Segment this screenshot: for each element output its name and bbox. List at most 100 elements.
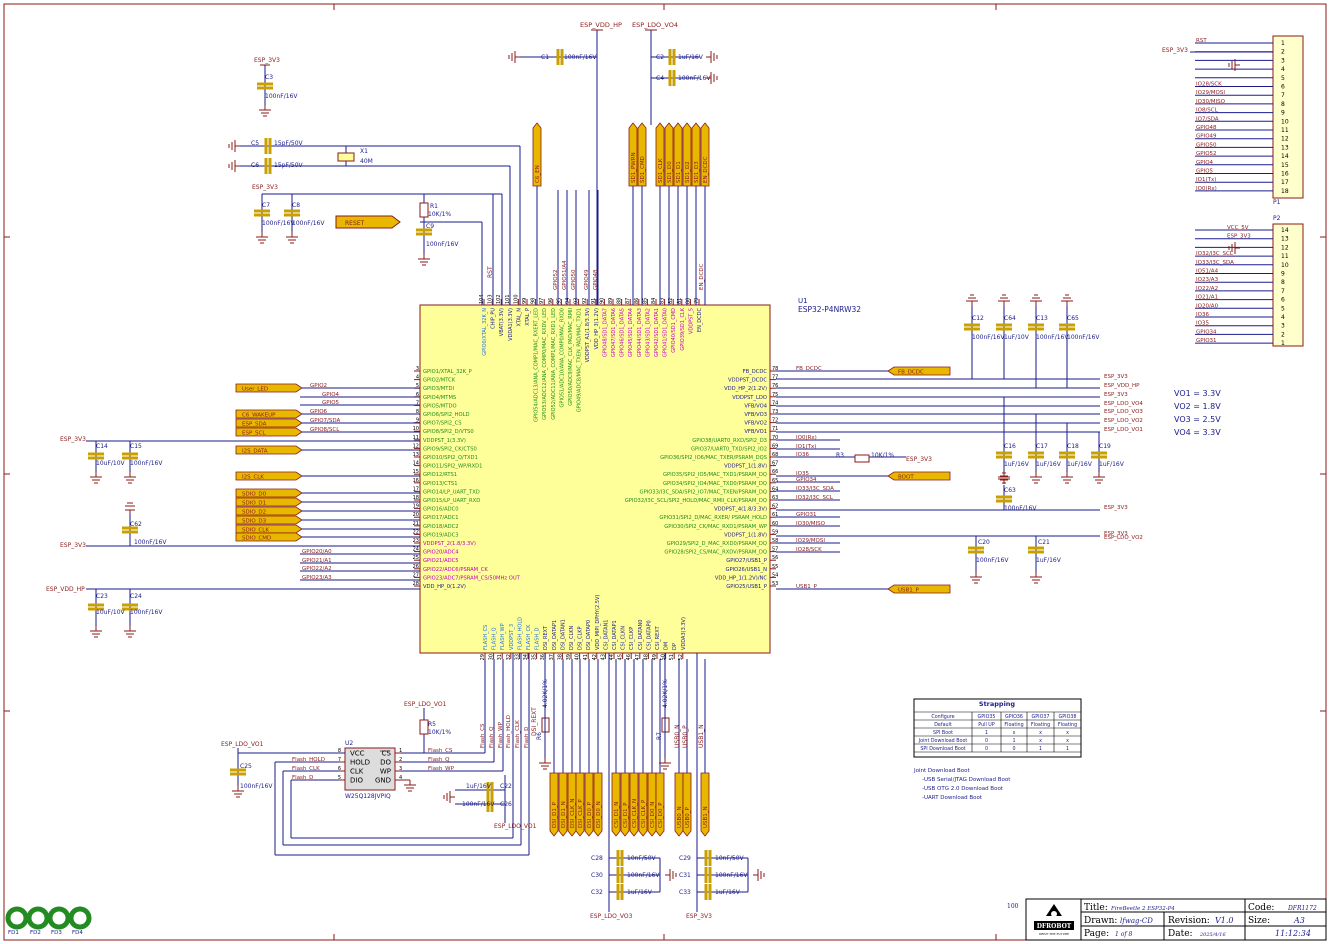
connector-p1-body [1272, 35, 1304, 199]
cap-c16-val: 1uF/16V [1004, 461, 1030, 468]
logo-subtext: DRIVE THE FUTURE [1039, 932, 1069, 936]
power-esp-ldo-vo1-bottom: ESP_LDO_VO1 [494, 823, 537, 830]
connector-pin-num: 15 [1281, 162, 1289, 169]
mcu-pin-num: 96 [548, 298, 554, 304]
strapping-cell: Pull UP [978, 722, 995, 728]
mcu-pin-name: GPIO34/SPI2_IO4/MAC_TXD0/PSRAM_DQ [663, 481, 767, 487]
net-label: GPIO5 [1196, 169, 1214, 175]
strapping-cell: 0 [985, 738, 988, 744]
mcu-pin-num: 97 [539, 298, 545, 304]
mcu-pin-num: 78 [772, 366, 778, 372]
net-label: IO0(Rx) [1196, 186, 1217, 192]
title-block: 100 DFROBOT DRIVE THE FUTURE Title: Fire… [1007, 898, 1327, 941]
resistor-r6-ref: R6 [536, 732, 543, 740]
net-label: IO0(Rx) [796, 435, 817, 441]
net-label: GPIO8/SCL [310, 427, 340, 433]
net-label: GPIO31 [796, 512, 817, 518]
strapping-cell: GPIO36 [1005, 714, 1023, 720]
cap-c12-ref: C12 [972, 315, 984, 322]
cap-c25-val: 100nF/16V [240, 783, 273, 790]
mcu-pin-name: GPIO7/SPI2_CS [423, 421, 462, 427]
mcu-pin-name: VFB/VO2 [744, 421, 767, 427]
port-esp-scl: ESP_SCL [235, 427, 303, 437]
cap-c7-ref: C7 [262, 202, 270, 209]
cap-c62-val: 100nF/16V [134, 539, 167, 546]
net-label: IO7/SDA [1196, 116, 1219, 122]
left-ports: User_LEDGPIO2C6_WAKEUPGPIO6ESP_SDAGPIO7/… [235, 383, 420, 542]
strapping-cell: 1 [1012, 738, 1015, 744]
net-label: IO36 [1196, 312, 1209, 318]
connector-pin-num: 18 [1281, 188, 1289, 195]
connector-pin-num: 8 [1281, 279, 1285, 286]
mcu-pin-num: 5 [416, 383, 419, 389]
connector-p2: P2 14VCC_5V13ESP_3V31211IO32/I3C_SCL10IO… [1195, 215, 1304, 347]
mcu-pin-num: 82 [668, 298, 674, 304]
mcu-pin-name: GPIO42/SD1_DATA1 [654, 308, 660, 357]
net-label: GPIO49 [584, 269, 590, 290]
mcu-pin-name: FLASH_CK [526, 624, 532, 650]
connector-pin-num: 11 [1281, 127, 1289, 134]
mcu-pin-num: 12 [413, 443, 419, 449]
cap-c15-val: 100nF/16V [130, 460, 163, 467]
strapping-cell: 0 [1012, 746, 1015, 752]
mcu-pin-num: 28 [413, 581, 419, 587]
mcu-pin-name: GPIO41/SD1_DATA0 [663, 308, 669, 357]
port-sd1-cmd-label: SD1_CMD [640, 156, 646, 183]
strapping-cell: SPI Boot [933, 730, 953, 736]
connector-p1-pins: 1RST23456IO28/SCK7IO29/MOSI8IO30/MISO9IO… [1190, 38, 1289, 195]
port-csi-clk-n-label: CSI_CLK_N [632, 799, 638, 828]
connector-pin-num: 5 [1281, 75, 1285, 82]
mcu-pin-num: 11 [413, 435, 419, 441]
cap-c26-ref: C26 [500, 801, 512, 808]
mcu-pin-name: VDD_MIPI_DPHY(2.5V) [595, 595, 601, 650]
svg-text:6: 6 [338, 766, 341, 772]
port-sd1-pwrn-label: SD1_PWRN [631, 152, 637, 183]
flash-pin-name: HOLD [350, 759, 370, 767]
mcu-pin-name: VDD_HP_0(1.2V) [423, 584, 466, 590]
mcu-pin-name: GPIO50/ADC9/MAC_CLK_PAD/MAC_RMII [568, 308, 574, 406]
cap-c14-val: 10uF/10V [96, 460, 126, 467]
mcu-pin-name: VDDA3(3.3V) [681, 617, 687, 650]
port-esp-sda: ESP_SDA [235, 418, 303, 428]
mcu-pin-num: 92 [582, 298, 588, 304]
mcu-pin-num: 73 [772, 409, 778, 415]
mcu-pin-num: 75 [772, 392, 778, 398]
revision-label: Revision: [1168, 916, 1210, 926]
net-label: GPIO52 [1196, 151, 1217, 157]
mcu-pin-name: GPIO13/CTS1 [423, 481, 458, 487]
cap-c63-val: 100nF/16V [1004, 505, 1037, 512]
svg-text:FD3: FD3 [51, 930, 62, 936]
mcu-pin-name: VDDPST_2(1.8/3.3V) [423, 541, 476, 547]
port-dsi-clk-n: DSI_CLK_N [567, 772, 577, 837]
cap-c33-val: 1uF/16V [715, 889, 741, 896]
net-label: GPIO52 [553, 269, 559, 290]
mcu-pin-name: GPIO33/I3C_SDA/SPI2_IO7/MAC_TXEN/PSRAM_D… [640, 489, 767, 495]
net-label: Flash_CLK [292, 766, 320, 772]
mcu-pin-num: 98 [531, 298, 537, 304]
cap-c2-ref: C2 [656, 54, 664, 61]
net-label: ESP_3V3 [1104, 374, 1128, 380]
net-usb1-n: USB1_N [698, 724, 705, 748]
net-label: IO28/SCK [796, 547, 822, 553]
right-nets: ESP_3V3ESP_VDD_HPESP_3V3ESP_LDO_VO4ESP_L… [796, 374, 1143, 553]
mcu-body [419, 304, 771, 654]
net-label: USB1_P [796, 584, 818, 590]
time-value: 11:12:34 [1275, 929, 1311, 938]
mcu-pin-num: 43 [600, 654, 606, 660]
port-dsi-d0-p-label: DSI_D0_P [587, 801, 593, 828]
strapping-cell: Floating [1058, 722, 1077, 728]
drawn-label: Drawn: [1084, 916, 1117, 926]
mcu-pin-name: CSI_CLKN [621, 626, 627, 650]
strapping-cell: x [1066, 739, 1069, 744]
mcu-pin-num: 40 [575, 654, 581, 660]
mcu-pin-name: CSI_DATAP0 [646, 620, 652, 650]
mcu-pin-num: 6 [416, 392, 419, 398]
mcu-pin-name: GPIO35/SPI2_IO5/MAC_TXD1/PSRAM_DQ [663, 472, 767, 478]
port-dsi-d0-n-label: DSI_D0_N [596, 801, 602, 828]
net-label: IO30/MISO [796, 521, 826, 527]
net-label: Flash_WP [428, 766, 455, 772]
cap-c18-ref: C18 [1067, 443, 1079, 450]
flash-pin-name: CLK [350, 768, 364, 776]
mcu-pin-name: VDDPST_4(1.8/3.3V) [714, 507, 767, 513]
